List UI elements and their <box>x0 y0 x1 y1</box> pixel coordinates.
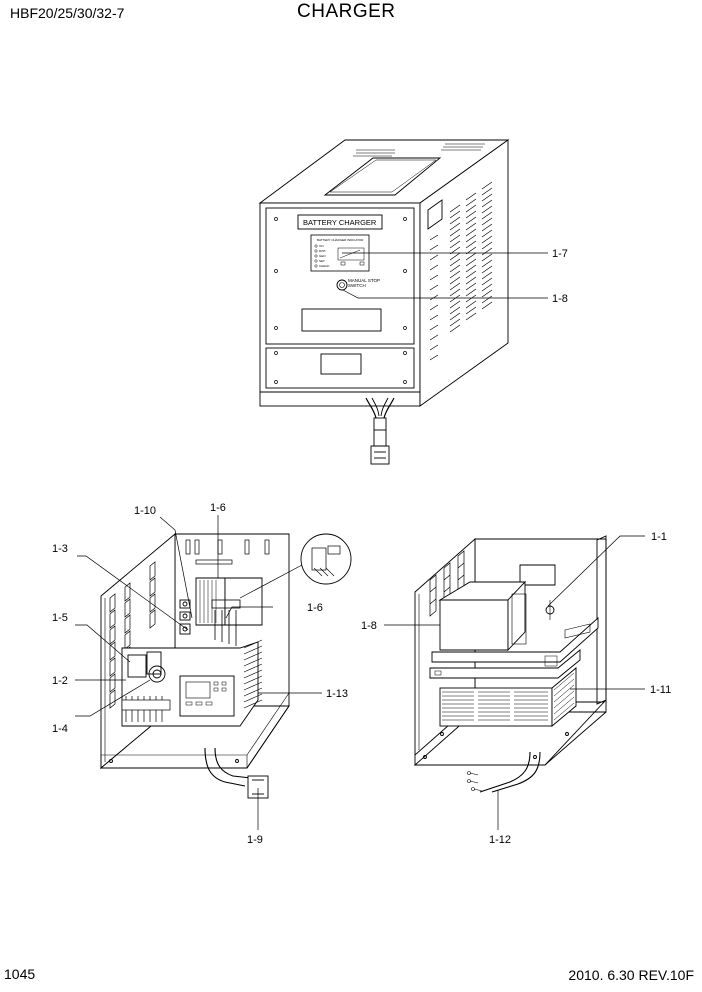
page-title: CHARGER <box>297 1 396 22</box>
indicator-title: BATTERY CHARGER INDICATOR <box>317 238 364 242</box>
callout-1-6: 1-6 <box>307 602 323 614</box>
callout-1-8: 1-8 <box>552 293 568 305</box>
nameplate-text: BATTERY CHARGER <box>303 218 377 227</box>
indicator-label: GEN <box>319 254 326 258</box>
charger-cabinet-assembled: BATTERY CHARGER BATTERY CHARGER INDICATO… <box>258 139 548 465</box>
callout-1-5: 1-5 <box>52 612 68 624</box>
callout-1-3: 1-3 <box>52 543 68 555</box>
callout-1-9: 1-9 <box>247 834 263 846</box>
callout-1-12: 1-12 <box>489 834 511 846</box>
charger-internal-right-view <box>384 535 645 830</box>
callout-1-11: 1-11 <box>650 684 671 696</box>
callout-1-4: 1-4 <box>52 723 68 735</box>
revision-date: 2010. 6.30 REV.10F <box>568 967 694 983</box>
callout-1-1: 1-1 <box>651 531 667 543</box>
callout-1-7: 1-7 <box>552 248 568 260</box>
switch-label: SWITCH <box>348 283 366 288</box>
indicator-label: ON <box>319 244 324 248</box>
callout-1-8: 1-8 <box>361 620 377 632</box>
indicator-label: CHECK <box>319 264 330 268</box>
callout-1-13: 1-13 <box>326 688 348 700</box>
charger-internal-left-view <box>75 515 352 830</box>
callout-1-2: 1-2 <box>52 675 68 687</box>
callout-1-6: 1-6 <box>210 502 226 514</box>
callout-1-10: 1-10 <box>134 505 156 517</box>
manual-stop-label: MANUAL STOP <box>348 278 380 283</box>
indicator-label: DIST <box>319 249 326 253</box>
indicator-label: SET <box>319 259 325 263</box>
model-number: HBF20/25/30/32-7 <box>10 5 125 21</box>
page-number: 1045 <box>4 966 36 982</box>
